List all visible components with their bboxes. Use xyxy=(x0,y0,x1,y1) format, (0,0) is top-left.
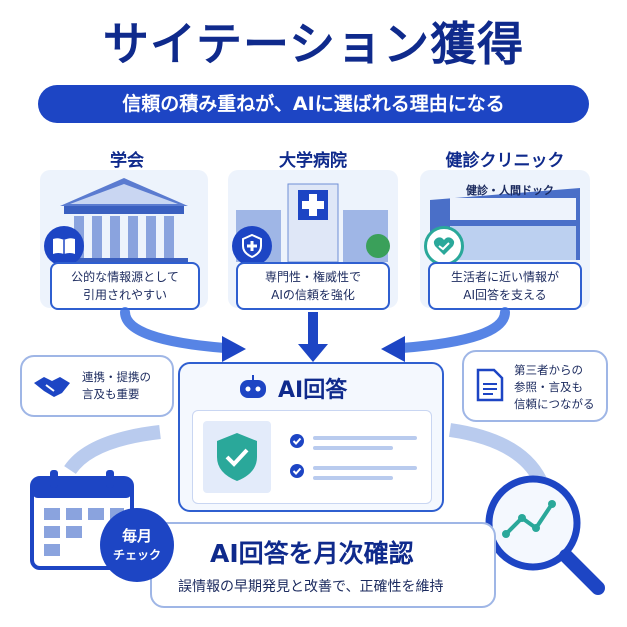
monthly-badge: 毎月 チェック xyxy=(100,508,174,582)
monthly-check-box: AI回答を月次確認 誤情報の早期発見と改善で、正確性を維持 xyxy=(150,522,496,608)
subtitle-banner: 信頼の積み重ねが、AIに選ばれる理由になる xyxy=(38,85,589,123)
third-party-note: 第三者からの 参照・言及も 信頼につながる xyxy=(462,350,608,422)
caption-line: AIの信頼を強化 xyxy=(271,288,355,302)
badge-line: チェック xyxy=(112,548,161,562)
badge-line: 毎月 xyxy=(121,527,152,545)
ai-answer-panel: AI回答 xyxy=(178,362,444,512)
monthly-title: AI回答を月次確認 xyxy=(210,539,414,568)
caption-line: AI回答を支える xyxy=(463,288,547,302)
document-icon xyxy=(476,368,504,407)
page-title: サイテーション獲得 xyxy=(102,17,525,71)
handshake-icon xyxy=(32,371,72,406)
answer-card xyxy=(192,410,432,504)
shield-plus-icon xyxy=(232,226,272,266)
check-icon xyxy=(289,433,305,453)
caption-line: 生活者に近い情報が xyxy=(450,270,559,284)
answer-line xyxy=(313,446,393,450)
magnifier-chart-icon xyxy=(478,468,608,602)
caption-line: 公的な情報源として xyxy=(71,270,179,284)
answer-line xyxy=(313,476,393,480)
heart-check-icon xyxy=(424,226,464,266)
answer-line xyxy=(313,466,417,470)
third-party-note-text: 第三者からの 参照・言及も 信頼につながる xyxy=(514,362,595,413)
check-icon xyxy=(289,463,305,483)
note-line: 信頼につながる xyxy=(514,397,595,411)
source-title-clinic: 健診クリニック xyxy=(445,151,565,171)
partnership-note: 連携・提携の 言及も重要 xyxy=(20,355,174,417)
ai-panel-title: AI回答 xyxy=(278,378,348,403)
note-line: 言及も重要 xyxy=(82,387,140,401)
clinic-sign: 健診・人間ドック xyxy=(466,184,554,197)
clinic-building-illustration xyxy=(430,188,580,260)
shield-check-icon xyxy=(203,421,271,493)
caption-line: 引用されやすい xyxy=(82,288,167,302)
book-icon xyxy=(44,226,84,266)
hospital-caption: 専門性・権威性で AIの信頼を強化 xyxy=(236,262,390,310)
note-line: 参照・言及も xyxy=(514,380,583,394)
partnership-note-text: 連携・提携の 言及も重要 xyxy=(82,369,151,403)
robot-icon xyxy=(238,374,268,404)
source-title-society: 学会 xyxy=(110,151,144,171)
answer-line xyxy=(313,436,417,440)
caption-line: 専門性・権威性で xyxy=(264,270,361,284)
source-title-university-hospital: 大学病院 xyxy=(279,151,347,171)
monthly-description: 誤情報の早期発見と改善で、正確性を維持 xyxy=(178,579,444,595)
note-line: 第三者からの xyxy=(514,363,583,377)
note-line: 連携・提携の xyxy=(82,370,151,384)
